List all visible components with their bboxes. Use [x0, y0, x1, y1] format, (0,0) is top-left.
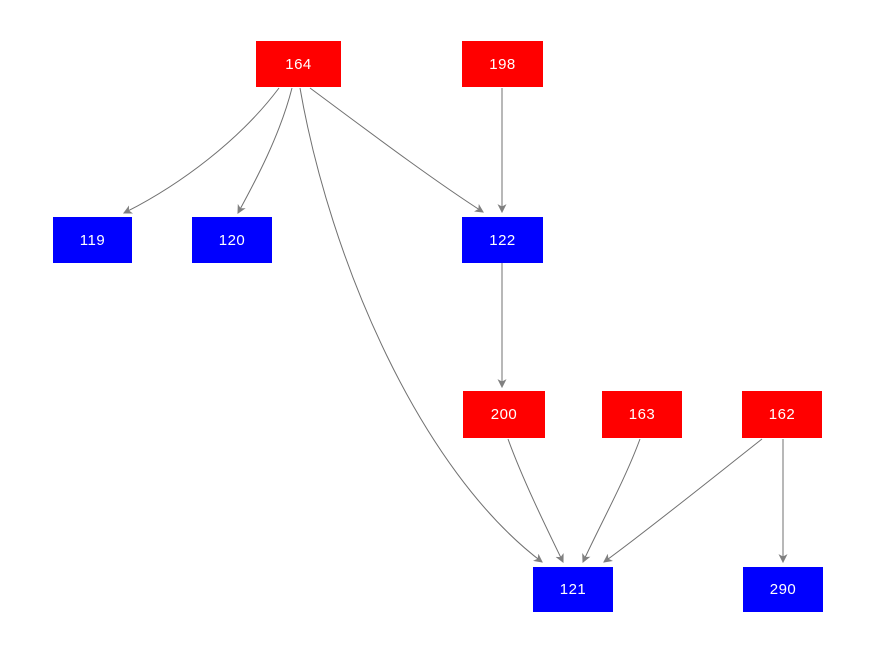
graph-node-label: 200 [490, 406, 518, 423]
graph-node-label: 198 [489, 55, 516, 73]
graph-edge-164-to-122 [309, 87, 484, 213]
graph-edge-162-to-121 [603, 438, 763, 563]
graph-node-121[interactable]: 121 [533, 567, 613, 612]
graph-node-label: 121 [559, 581, 587, 598]
graph-node-label: 290 [769, 581, 797, 598]
graph-node-162[interactable]: 162 [742, 391, 822, 438]
graph-node-119[interactable]: 119 [53, 217, 132, 263]
graph-edge-200-to-121 [507, 438, 564, 564]
graph-node-label: 119 [79, 231, 106, 249]
graph-node-163[interactable]: 163 [602, 391, 682, 438]
graph-edge-164-to-121 [299, 87, 543, 563]
graph-node-164[interactable]: 164 [256, 41, 341, 87]
graph-node-120[interactable]: 120 [192, 217, 272, 263]
graph-node-200[interactable]: 200 [463, 391, 545, 438]
graph-node-label: 122 [489, 231, 516, 249]
graph-node-198[interactable]: 198 [462, 41, 543, 87]
graph-edge-164-to-120 [237, 87, 293, 214]
graph-node-label: 164 [285, 55, 312, 73]
graph-node-290[interactable]: 290 [743, 567, 823, 612]
graph-edge-163-to-121 [582, 438, 641, 564]
graph-node-label: 162 [768, 406, 796, 423]
graph-node-122[interactable]: 122 [462, 217, 543, 263]
graph-node-label: 120 [218, 231, 246, 249]
edge-paths [122, 87, 788, 564]
graph-edge-164-to-119 [122, 87, 280, 214]
graph-node-label: 163 [628, 406, 656, 423]
